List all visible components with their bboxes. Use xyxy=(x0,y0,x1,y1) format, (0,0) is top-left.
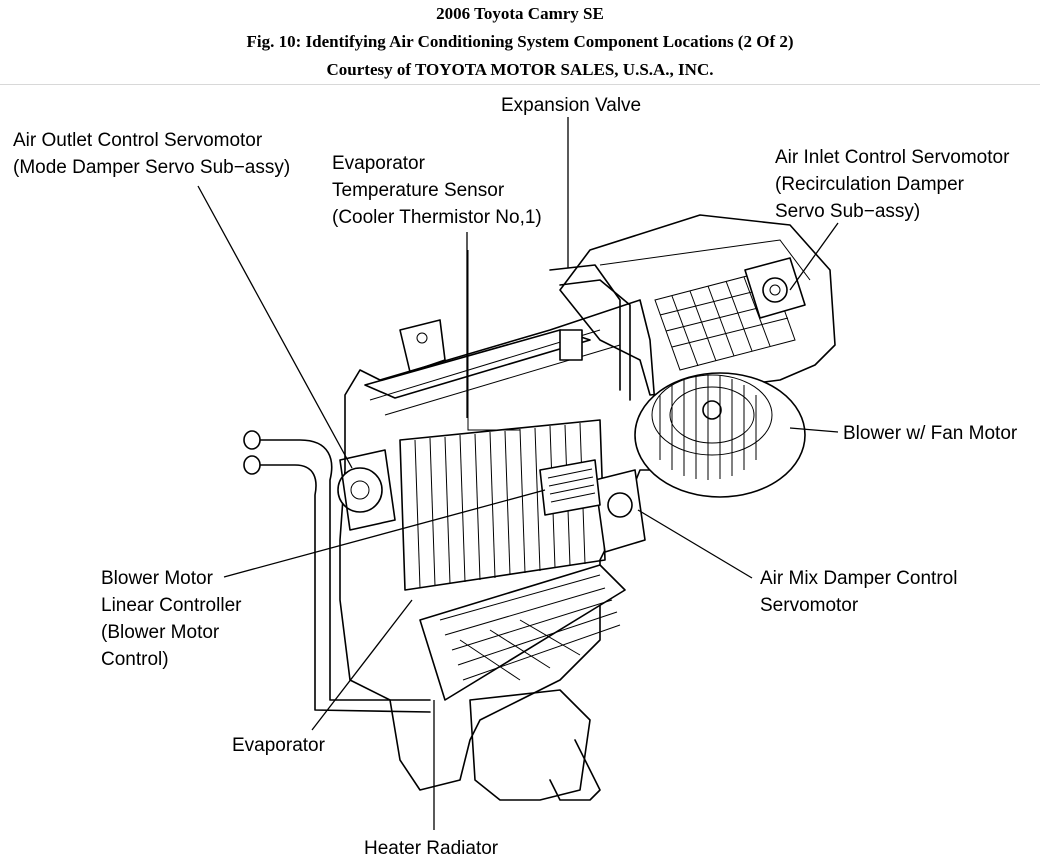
label-blower-fan-motor: Blower w/ Fan Motor xyxy=(843,423,1018,444)
label-blower-motor-linear-controller: Blower Motor Linear Controller (Blower M… xyxy=(101,568,247,670)
label-air-outlet-servomotor: Air Outlet Control Servomotor (Mode Damp… xyxy=(13,130,290,178)
header-vehicle: 2006 Toyota Camry SE xyxy=(436,4,604,23)
header-courtesy: Courtesy of TOYOTA MOTOR SALES, U.S.A., … xyxy=(326,60,714,79)
leader-blower-fan-motor xyxy=(789,427,839,433)
label-heater-radiator: Heater Radiator xyxy=(364,838,499,859)
label-air-inlet-servomotor: Air Inlet Control Servomotor (Recirculat… xyxy=(775,147,1015,222)
label-evaporator: Evaporator xyxy=(232,735,326,756)
label-expansion-valve: Expansion Valve xyxy=(501,95,641,116)
header-figure-title: Fig. 10: Identifying Air Conditioning Sy… xyxy=(246,32,794,51)
leader-blower-motor-controller xyxy=(223,489,546,578)
hvac-assembly-drawing xyxy=(243,214,836,801)
label-evaporator-temp-sensor: Evaporator Temperature Sensor (Cooler Th… xyxy=(332,153,542,228)
leader-evaporator xyxy=(311,599,413,731)
figure-header: 2006 Toyota Camry SE Fig. 10: Identifyin… xyxy=(0,0,1040,84)
leader-lines xyxy=(197,117,839,830)
label-air-mix-servomotor: Air Mix Damper Control Servomotor xyxy=(760,568,963,616)
leader-air-mix-servomotor xyxy=(637,509,753,579)
header-divider xyxy=(0,84,1040,85)
leader-air-inlet-servomotor xyxy=(789,222,839,291)
leader-air-outlet-servomotor xyxy=(197,185,353,469)
